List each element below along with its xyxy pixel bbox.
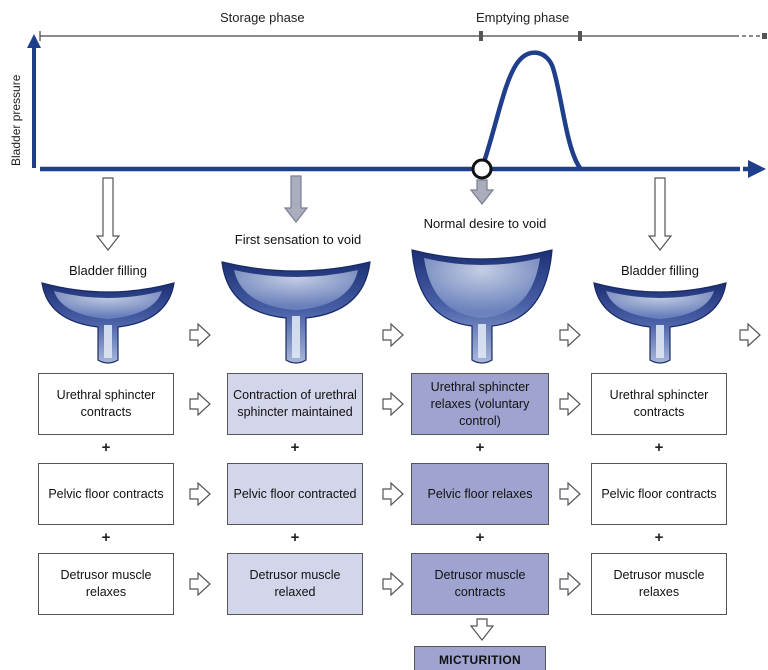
urethral-sphincter-box: Urethral sphincter relaxes (voluntary co… — [411, 373, 549, 435]
flow-arrow-right — [189, 322, 211, 348]
flow-arrow-right — [559, 571, 581, 597]
detrusor-muscle-box: Detrusor muscle contracts — [411, 553, 549, 615]
plus-sign: + — [101, 529, 111, 546]
flow-arrow-right — [189, 481, 211, 507]
plus-sign: + — [475, 529, 485, 546]
plus-sign: + — [654, 439, 664, 456]
bladder-icon — [411, 249, 553, 364]
pelvic-floor-box: Pelvic floor contracts — [38, 463, 174, 525]
pelvic-floor-box: Pelvic floor relaxes — [411, 463, 549, 525]
stage-label-normal-desire: Normal desire to void — [423, 216, 547, 231]
hollow-down-arrow — [95, 177, 121, 251]
flow-arrow-right — [382, 481, 404, 507]
urethral-sphincter-box: Urethral sphincter contracts — [591, 373, 727, 435]
bladder-illustrations — [41, 249, 727, 364]
urethral-sphincter-box: Urethral sphincter contracts — [38, 373, 174, 435]
pelvic-floor-box: Pelvic floor contracts — [591, 463, 727, 525]
plus-sign: + — [101, 439, 111, 456]
flow-arrow-right — [382, 322, 404, 348]
plus-sign: + — [654, 529, 664, 546]
stage-label-first-sensation: First sensation to void — [234, 232, 362, 247]
pressure-curve — [479, 50, 582, 170]
phase-timeline — [39, 31, 767, 41]
storage-phase-label: Storage phase — [220, 10, 305, 25]
flow-arrow-right — [739, 322, 761, 348]
flow-arrow-right — [559, 391, 581, 417]
flow-arrow-right — [382, 571, 404, 597]
hollow-down-arrow — [647, 177, 673, 251]
flow-arrow-right — [382, 391, 404, 417]
grey-down-arrow — [469, 179, 495, 205]
emptying-phase-label: Emptying phase — [476, 10, 570, 25]
flow-arrow-right — [189, 391, 211, 417]
flow-arrow-right — [559, 481, 581, 507]
pelvic-floor-box: Pelvic floor contracted — [227, 463, 363, 525]
bladder-icon — [221, 261, 371, 364]
stage-label-bladder-filling: Bladder filling — [68, 263, 148, 278]
stage-label-bladder-filling-again: Bladder filling — [620, 263, 700, 278]
plus-sign: + — [475, 439, 485, 456]
plus-sign: + — [290, 439, 300, 456]
flow-arrows — [189, 322, 761, 597]
y-axis-label: Bladder pressure — [9, 74, 23, 166]
bladder-icon — [41, 282, 175, 364]
flow-arrow-right — [559, 322, 581, 348]
micturition-box: MICTURITION — [414, 646, 546, 670]
stage-pointer-arrows — [95, 175, 673, 641]
plus-sign: + — [290, 529, 300, 546]
detrusor-muscle-box: Detrusor muscle relaxes — [38, 553, 174, 615]
detrusor-muscle-box: Detrusor muscle relaxed — [227, 553, 363, 615]
grey-down-arrow — [283, 175, 309, 223]
desire-to-void-marker — [471, 158, 493, 180]
flow-arrow-right — [189, 571, 211, 597]
urethral-sphincter-box: Contraction of urethral sphincter mainta… — [227, 373, 363, 435]
detrusor-muscle-box: Detrusor muscle relaxes — [591, 553, 727, 615]
bladder-icon — [593, 282, 727, 364]
hollow-down-arrow — [469, 618, 495, 641]
pressure-axis — [27, 34, 766, 178]
